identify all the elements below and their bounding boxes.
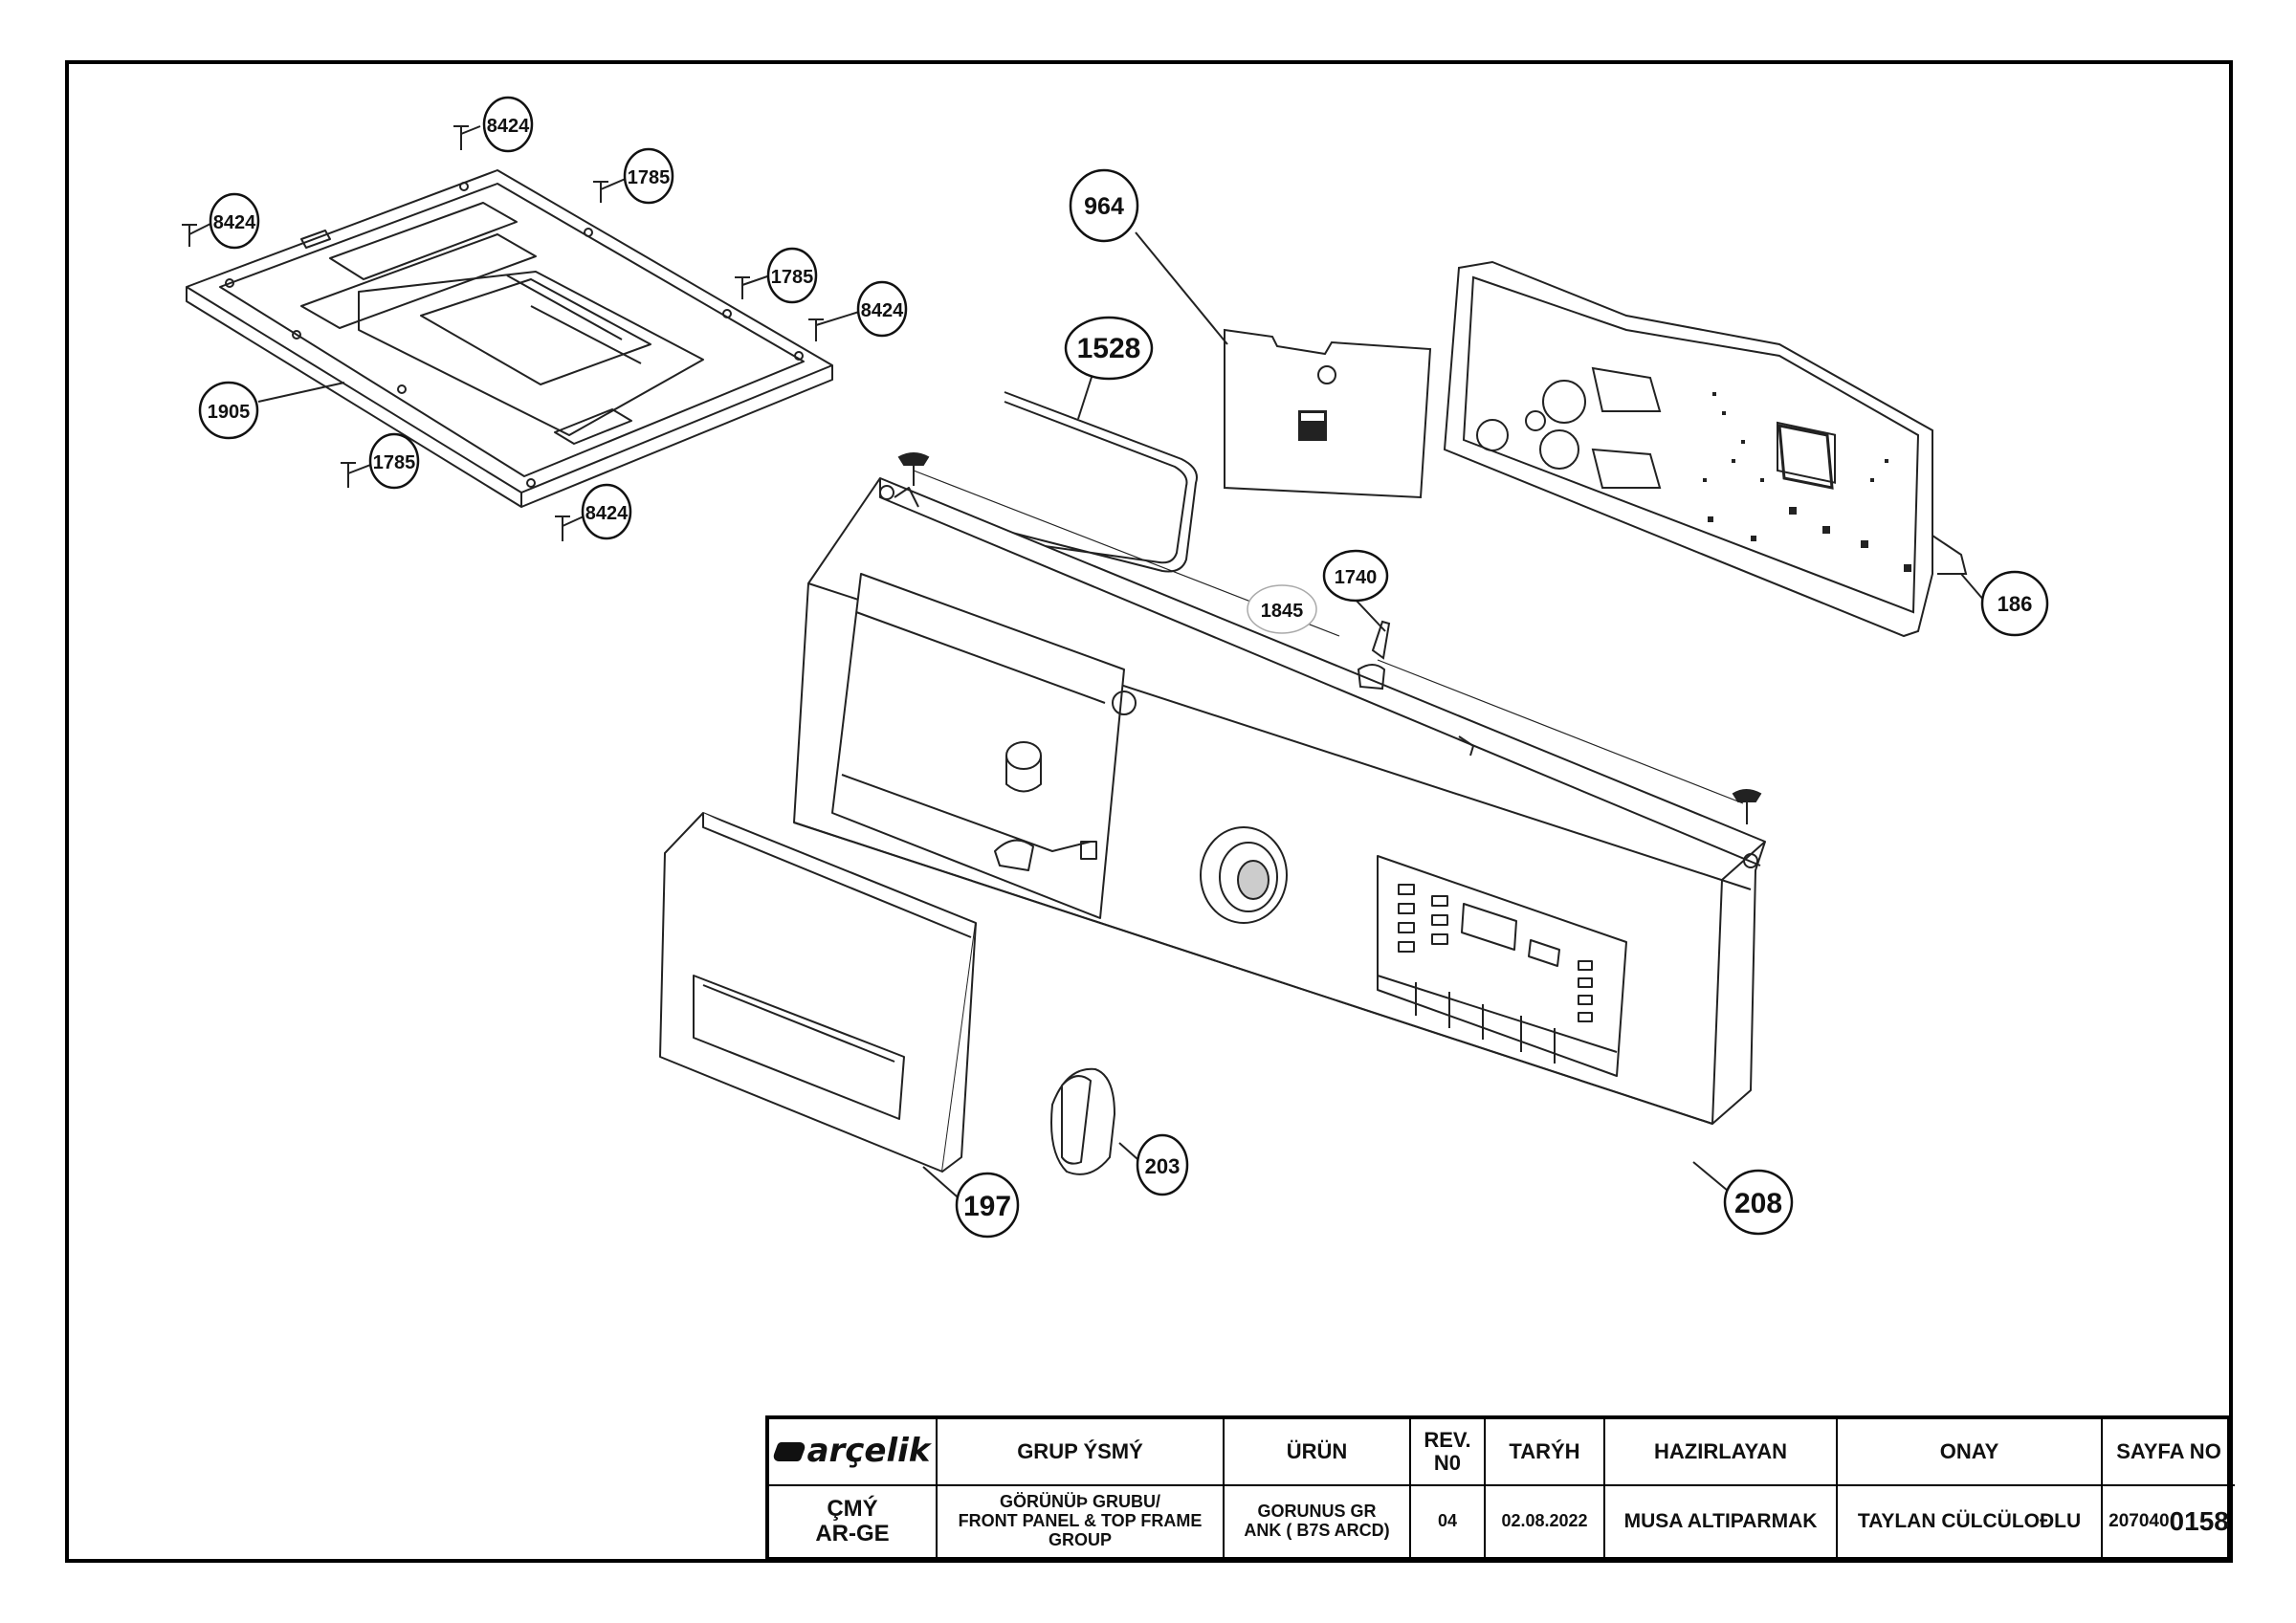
- callout-label: 197: [963, 1191, 1011, 1222]
- callout-label: 8424: [213, 212, 256, 233]
- callout-1785-top: 1785: [623, 147, 674, 205]
- prepared-by-value: MUSA ALTIPARMAK: [1605, 1486, 1838, 1557]
- page-no-suffix: 0158: [2169, 1505, 2229, 1536]
- header-approval: ONAY: [1838, 1419, 2103, 1486]
- header-prepared-by: HAZIRLAYAN: [1605, 1419, 1838, 1486]
- product-value: GORUNUS GR ANK ( B7S ARCD): [1225, 1486, 1411, 1557]
- callout-8424-left: 8424: [209, 192, 260, 250]
- callout-1785-bottom: 1785: [368, 432, 420, 490]
- callout-label: 203: [1145, 1154, 1181, 1178]
- callout-208: 208: [1723, 1169, 1794, 1236]
- callout-8424-bottom: 8424: [581, 483, 632, 540]
- department: ÇMÝ AR-GE: [769, 1486, 938, 1557]
- header-group-name: GRUP ÝSMÝ: [938, 1419, 1225, 1486]
- approval-value: TAYLAN CÜLCÜLOÐLU: [1838, 1486, 2103, 1557]
- callout-label: 1785: [373, 452, 416, 473]
- callout-label: 964: [1084, 193, 1124, 220]
- callout-186: 186: [1980, 570, 2049, 637]
- callout-1740: 1740: [1322, 549, 1389, 603]
- electronic-card-drawing: [1443, 260, 1968, 638]
- top-frame-drawing: [186, 169, 833, 508]
- callout-label: 1845: [1261, 601, 1304, 622]
- callout-label: 1785: [771, 267, 814, 288]
- callout-8424-right: 8424: [856, 280, 908, 338]
- callout-964: 964: [1069, 168, 1139, 243]
- drawing-border: [65, 60, 2233, 1563]
- date-value: 02.08.2022: [1486, 1486, 1605, 1557]
- callout-label: 1905: [208, 402, 251, 423]
- callout-label: 1785: [628, 167, 671, 188]
- callout-1845: 1845: [1247, 584, 1317, 634]
- callout-8424-top: 8424: [482, 96, 534, 153]
- callout-label: 8424: [585, 503, 629, 524]
- screw-icons: [182, 125, 824, 541]
- header-product: ÜRÜN: [1225, 1419, 1411, 1486]
- title-block: arçelik GRUP ÝSMÝ ÜRÜN REV. N0 TARÝH HAZ…: [765, 1415, 2235, 1561]
- callout-label: 1528: [1077, 333, 1141, 364]
- callout-1785-mid: 1785: [766, 247, 818, 304]
- page-no-prefix: 207040: [2108, 1510, 2170, 1531]
- header-rev: REV. N0: [1411, 1419, 1486, 1486]
- rev-value: 04: [1411, 1486, 1486, 1557]
- header-page-no: SAYFA NO: [2103, 1419, 2235, 1486]
- callout-203: 203: [1136, 1133, 1189, 1196]
- group-name-value: GÖRÜNÜÞ GRUBU/ FRONT PANEL & TOP FRAME G…: [938, 1486, 1225, 1557]
- callout-label: 1740: [1335, 567, 1378, 588]
- callout-label: 208: [1734, 1188, 1782, 1219]
- callout-label: 8424: [487, 116, 530, 137]
- wire-drawing: [1004, 391, 1198, 573]
- header-date: TARÝH: [1486, 1419, 1605, 1486]
- leader-lines: [188, 125, 1985, 1204]
- front-panel-drawing: [793, 477, 1766, 1125]
- callout-label: 186: [1998, 592, 2033, 616]
- display-mask-drawing: [1224, 328, 1432, 499]
- brand-logo-icon: [770, 1442, 807, 1461]
- drawer-handle-drawing: [659, 812, 977, 1173]
- brand-logo: arçelik: [769, 1419, 938, 1486]
- callout-1905: 1905: [198, 381, 259, 440]
- callout-1528: 1528: [1064, 316, 1154, 381]
- brand-logo-text: arçelik: [806, 1432, 931, 1471]
- program-knob-drawing: [1050, 1067, 1116, 1175]
- callout-label: 8424: [861, 300, 904, 321]
- callout-bubbles: 8424 1785 8424 1785 8424 1905 1785 8424: [198, 96, 2049, 1239]
- callout-197: 197: [955, 1172, 1020, 1239]
